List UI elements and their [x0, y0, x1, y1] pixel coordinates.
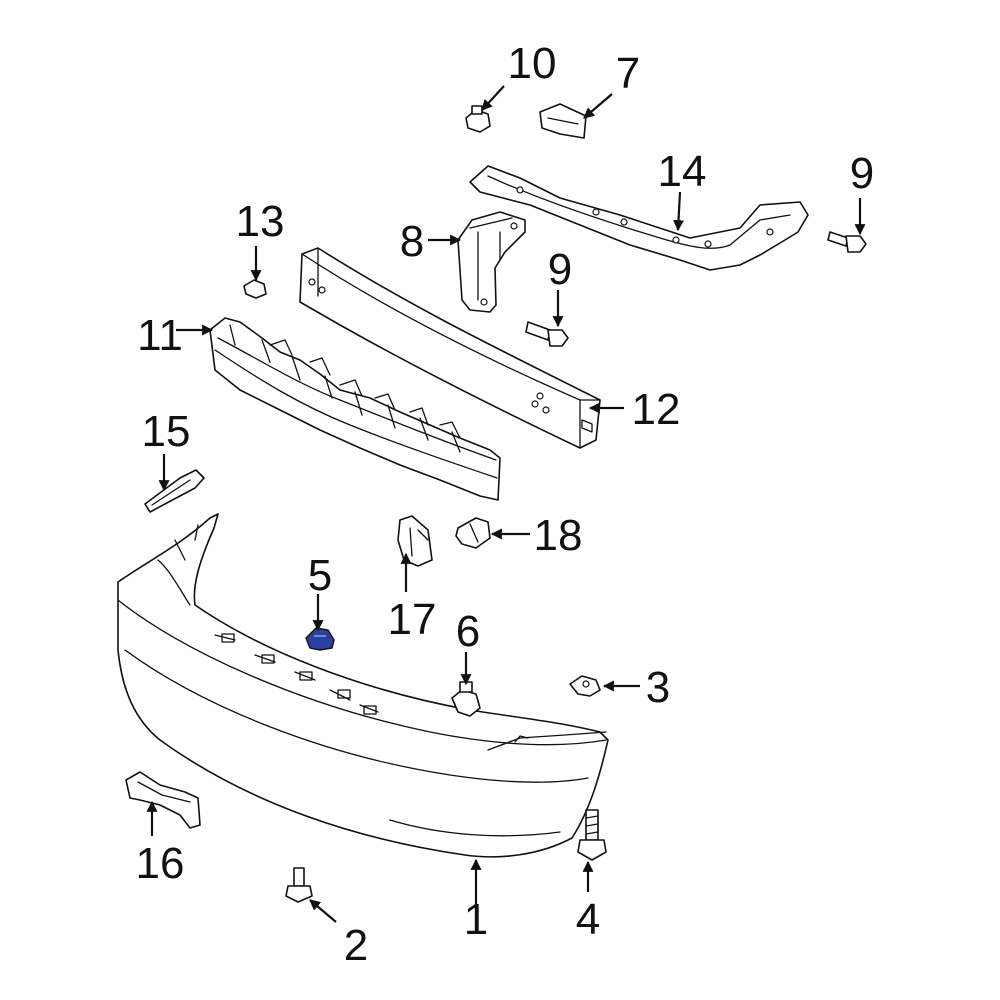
callout-13: 13 [236, 197, 285, 246]
callout-16: 16 [136, 839, 185, 888]
callout-5: 5 [308, 551, 332, 600]
energy-absorber-part[interactable] [209, 317, 501, 501]
callout-3: 3 [646, 663, 670, 712]
callout-2: 2 [344, 921, 368, 970]
callout-14: 14 [658, 147, 707, 196]
side-bracket-part[interactable] [457, 211, 526, 313]
mount-bracket-part[interactable] [125, 771, 201, 829]
callout-6: 6 [456, 607, 480, 656]
top-clip-part[interactable] [465, 105, 491, 133]
callout-12: 12 [632, 385, 681, 434]
bolt-upper-part[interactable] [827, 231, 867, 253]
small-clip-part[interactable] [243, 279, 267, 299]
callout-arrows [146, 85, 866, 923]
callout-11: 11 [137, 311, 183, 360]
callout-9-upper: 9 [850, 149, 874, 198]
callout-4: 4 [576, 895, 600, 944]
small-bracket-part[interactable] [397, 515, 433, 567]
callout-18: 18 [534, 511, 583, 560]
reinforcement-beam-part[interactable] [299, 247, 601, 449]
retainer-clip-part[interactable] [305, 627, 335, 651]
callout-15: 15 [142, 407, 191, 456]
bracket-clip-part[interactable] [539, 103, 587, 139]
callout-10: 10 [508, 39, 557, 88]
callout-8: 8 [400, 217, 424, 266]
support-bracket-part[interactable] [469, 165, 809, 271]
bumper-cover-part[interactable] [117, 513, 609, 858]
bolt-middle-part[interactable] [525, 321, 569, 347]
bolt-part[interactable] [577, 809, 607, 861]
callout-9-middle: 9 [548, 245, 572, 294]
push-pin-part[interactable] [285, 867, 313, 903]
clip-part[interactable] [569, 675, 601, 697]
callout-1: 1 [464, 895, 488, 944]
callout-labels: 1 2 3 4 5 6 7 8 9 9 10 11 12 13 14 15 16… [136, 39, 875, 970]
callout-7: 7 [616, 49, 640, 98]
callout-17: 17 [388, 595, 437, 644]
grommet-part[interactable] [455, 517, 491, 549]
trim-strip-part[interactable] [144, 469, 205, 513]
